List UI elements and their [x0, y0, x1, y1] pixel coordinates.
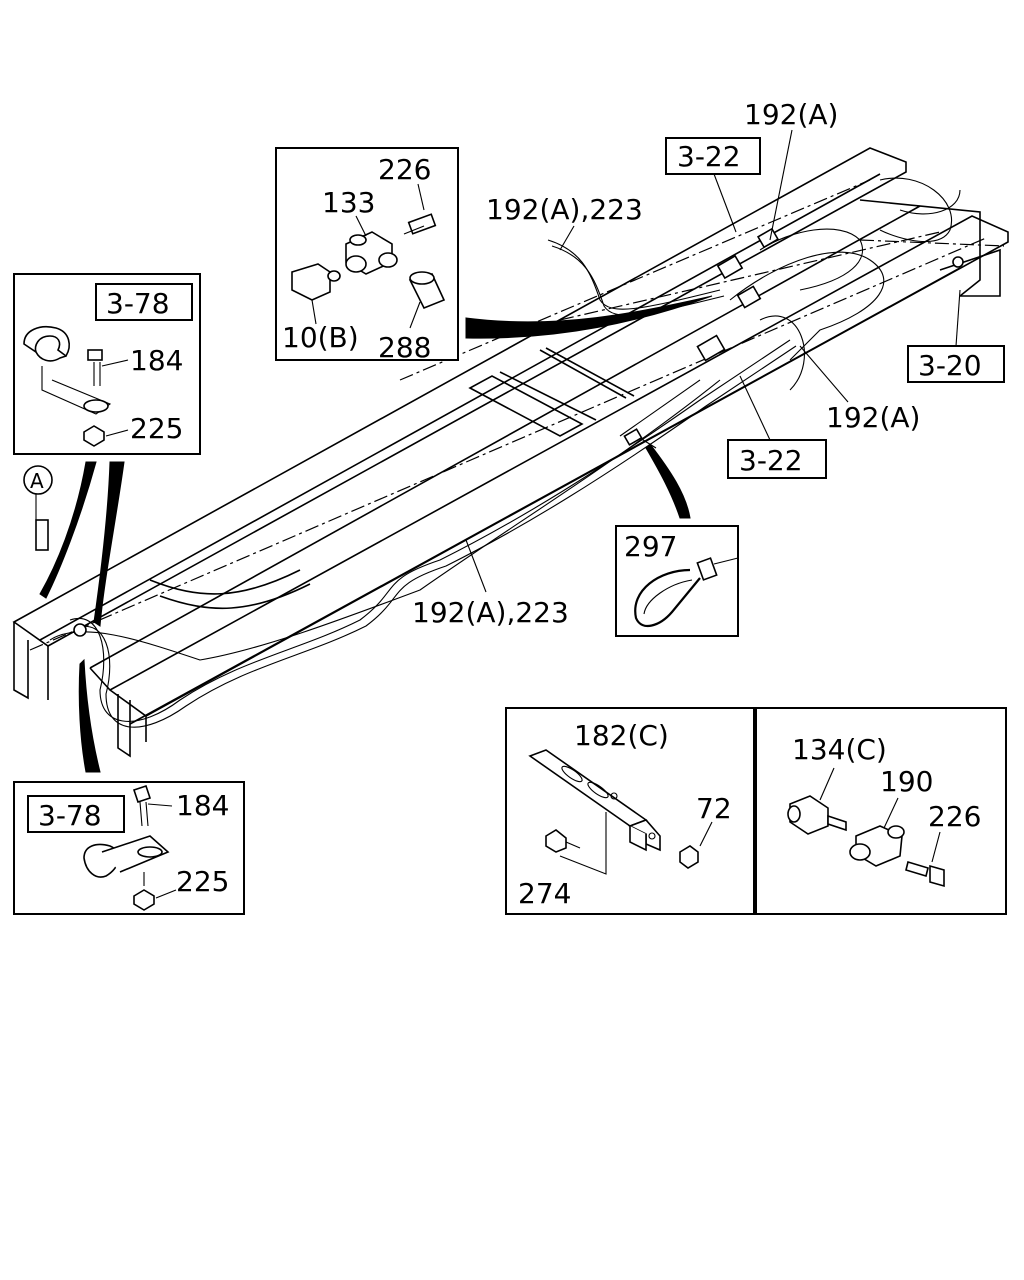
label-134c: 134(C) [792, 733, 887, 766]
inset-tie-box [615, 525, 739, 637]
label-288: 288 [378, 331, 431, 364]
label-3-20: 3-20 [918, 349, 982, 382]
label-184-top: 184 [130, 344, 183, 377]
label-192a-223-mid: 192(A),223 [412, 596, 569, 629]
label-297: 297 [624, 530, 677, 563]
label-192a-top: 192(A) [744, 98, 838, 131]
label-226-inset: 226 [378, 153, 431, 186]
label-10b: 10(B) [282, 321, 359, 354]
frame-fittings [35, 227, 964, 637]
label-3-78-bottom: 3-78 [38, 799, 102, 832]
inset-union-box [755, 707, 1007, 915]
callout-a [23, 465, 53, 520]
label-72: 72 [696, 792, 732, 825]
label-leaders [465, 129, 961, 593]
label-3-22-top: 3-22 [677, 140, 741, 173]
inset-clip-top-box [13, 273, 201, 455]
label-182c: 182(C) [574, 719, 669, 752]
label-3-78-top: 3-78 [106, 287, 170, 320]
label-190: 190 [880, 765, 933, 798]
inset-clip-bottom-box [13, 781, 245, 915]
inset-bracket-box [505, 707, 755, 915]
label-184-bottom: 184 [176, 789, 229, 822]
label-133: 133 [322, 186, 375, 219]
label-225-top: 225 [130, 412, 183, 445]
label-3-22-mid: 3-22 [739, 444, 803, 477]
label-192a-right: 192(A) [826, 401, 920, 434]
label-a-callout: A [30, 469, 44, 493]
brake-pipe-192a-223 [49, 177, 961, 728]
frame-assembly [12, 147, 1009, 758]
leader-wedges [39, 295, 713, 773]
label-192a-223-top: 192(A),223 [486, 193, 643, 226]
label-226-union: 226 [928, 800, 981, 833]
ref-box-3-22-mid [727, 439, 827, 479]
label-274: 274 [518, 877, 571, 910]
ref-box-3-22-top [665, 137, 761, 175]
label-225-bottom: 225 [176, 865, 229, 898]
inset-fittings-box [275, 147, 459, 361]
ref-box-3-20 [907, 345, 1005, 383]
